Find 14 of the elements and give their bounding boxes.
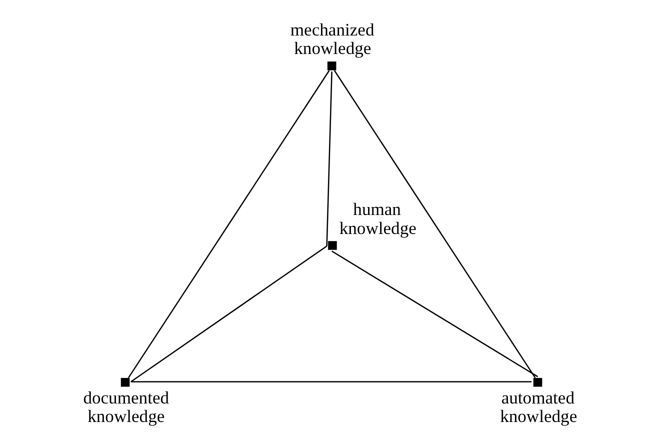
- node-box: [532, 378, 542, 387]
- node-box: [326, 62, 336, 70]
- node-box: [328, 241, 336, 250]
- node-label: human knowledge: [338, 198, 416, 238]
- connector: [326, 72, 332, 246]
- connector: [333, 70, 536, 378]
- connector: [130, 246, 327, 382]
- connector: [331, 250, 538, 378]
- node-box: [120, 378, 130, 387]
- node-label: documented knowledge: [82, 387, 169, 426]
- node-label: mechanized knowledge: [290, 19, 374, 58]
- connector: [127, 70, 330, 378]
- node-label: automated knowledge: [500, 387, 577, 426]
- connector: [130, 381, 531, 382]
